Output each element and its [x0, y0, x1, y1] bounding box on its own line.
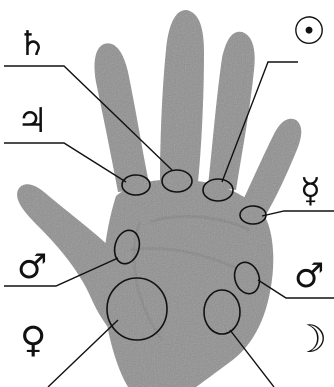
- leader-line-jupiter: [4, 143, 126, 182]
- mars-left-symbol-icon: ♂: [17, 250, 47, 284]
- middle-finger: [160, 10, 204, 182]
- moon-symbol-icon: ☽: [293, 320, 327, 358]
- mars-right-symbol-icon: ♂: [294, 259, 324, 293]
- ring-finger: [208, 32, 255, 190]
- leader-line-venus: [48, 320, 118, 387]
- leader-line-mercury: [262, 211, 334, 216]
- mercury-symbol-icon: ☿: [300, 174, 321, 208]
- saturn-symbol-icon: ♄: [17, 27, 47, 61]
- sun-symbol-icon: ☉: [292, 12, 326, 50]
- index-finger: [95, 43, 150, 192]
- venus-symbol-icon: ♀: [20, 323, 46, 359]
- jupiter-symbol-icon: ♃: [17, 104, 47, 138]
- palm: [103, 179, 273, 387]
